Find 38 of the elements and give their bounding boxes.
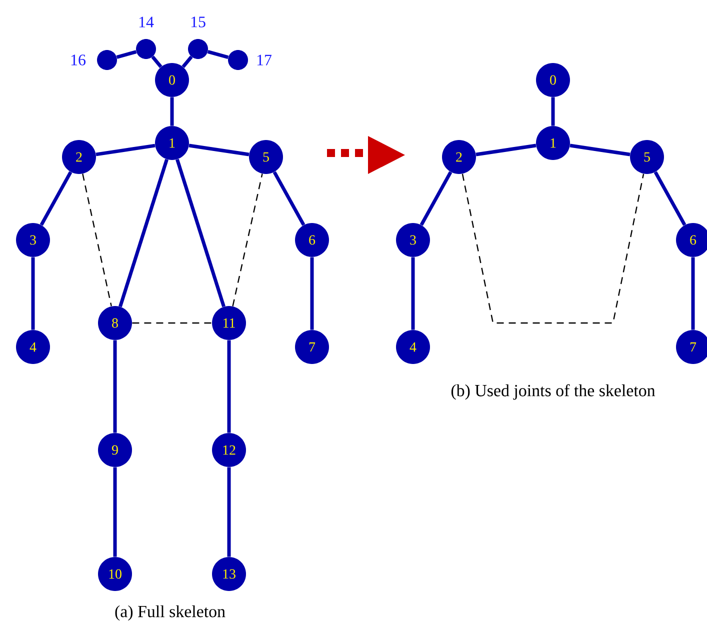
panel-caption: (b) Used joints of the skeleton	[451, 384, 656, 400]
bone-line	[310, 257, 314, 330]
bone-line	[420, 171, 452, 226]
joint-dot	[228, 50, 248, 70]
bone-line	[272, 171, 306, 226]
bone-line	[691, 257, 695, 330]
dashed-line	[132, 322, 212, 324]
joint-dot	[188, 39, 208, 59]
joint-dot	[97, 50, 117, 70]
bone-line	[151, 56, 162, 68]
bone-line	[170, 97, 174, 126]
bone-line	[182, 56, 193, 68]
bone-line	[113, 340, 117, 433]
joint-dot	[136, 39, 156, 59]
panel-caption: (a) Full skeleton	[115, 605, 226, 621]
joint-number: 14	[139, 16, 154, 28]
bone-line	[227, 340, 231, 433]
bone-line	[654, 171, 686, 226]
bone-line	[118, 158, 168, 308]
bone-line	[551, 97, 555, 126]
bone-line	[96, 144, 156, 156]
bone-line	[113, 467, 117, 557]
bone-line	[476, 144, 536, 156]
joint-number: 17	[257, 54, 272, 66]
bone-line	[227, 467, 231, 557]
dashed-line	[82, 174, 112, 306]
bone-line	[570, 144, 630, 156]
bone-line	[207, 50, 229, 59]
bone-line	[40, 171, 72, 226]
bone-line	[116, 50, 137, 59]
bone-line	[176, 158, 226, 308]
dashed-line	[462, 174, 644, 324]
bone-line	[31, 257, 35, 330]
bone-line	[411, 257, 415, 330]
joint-number: 15	[191, 16, 206, 28]
dashed-line	[232, 174, 263, 306]
bone-line	[188, 144, 250, 156]
joint-number: 16	[71, 54, 86, 66]
